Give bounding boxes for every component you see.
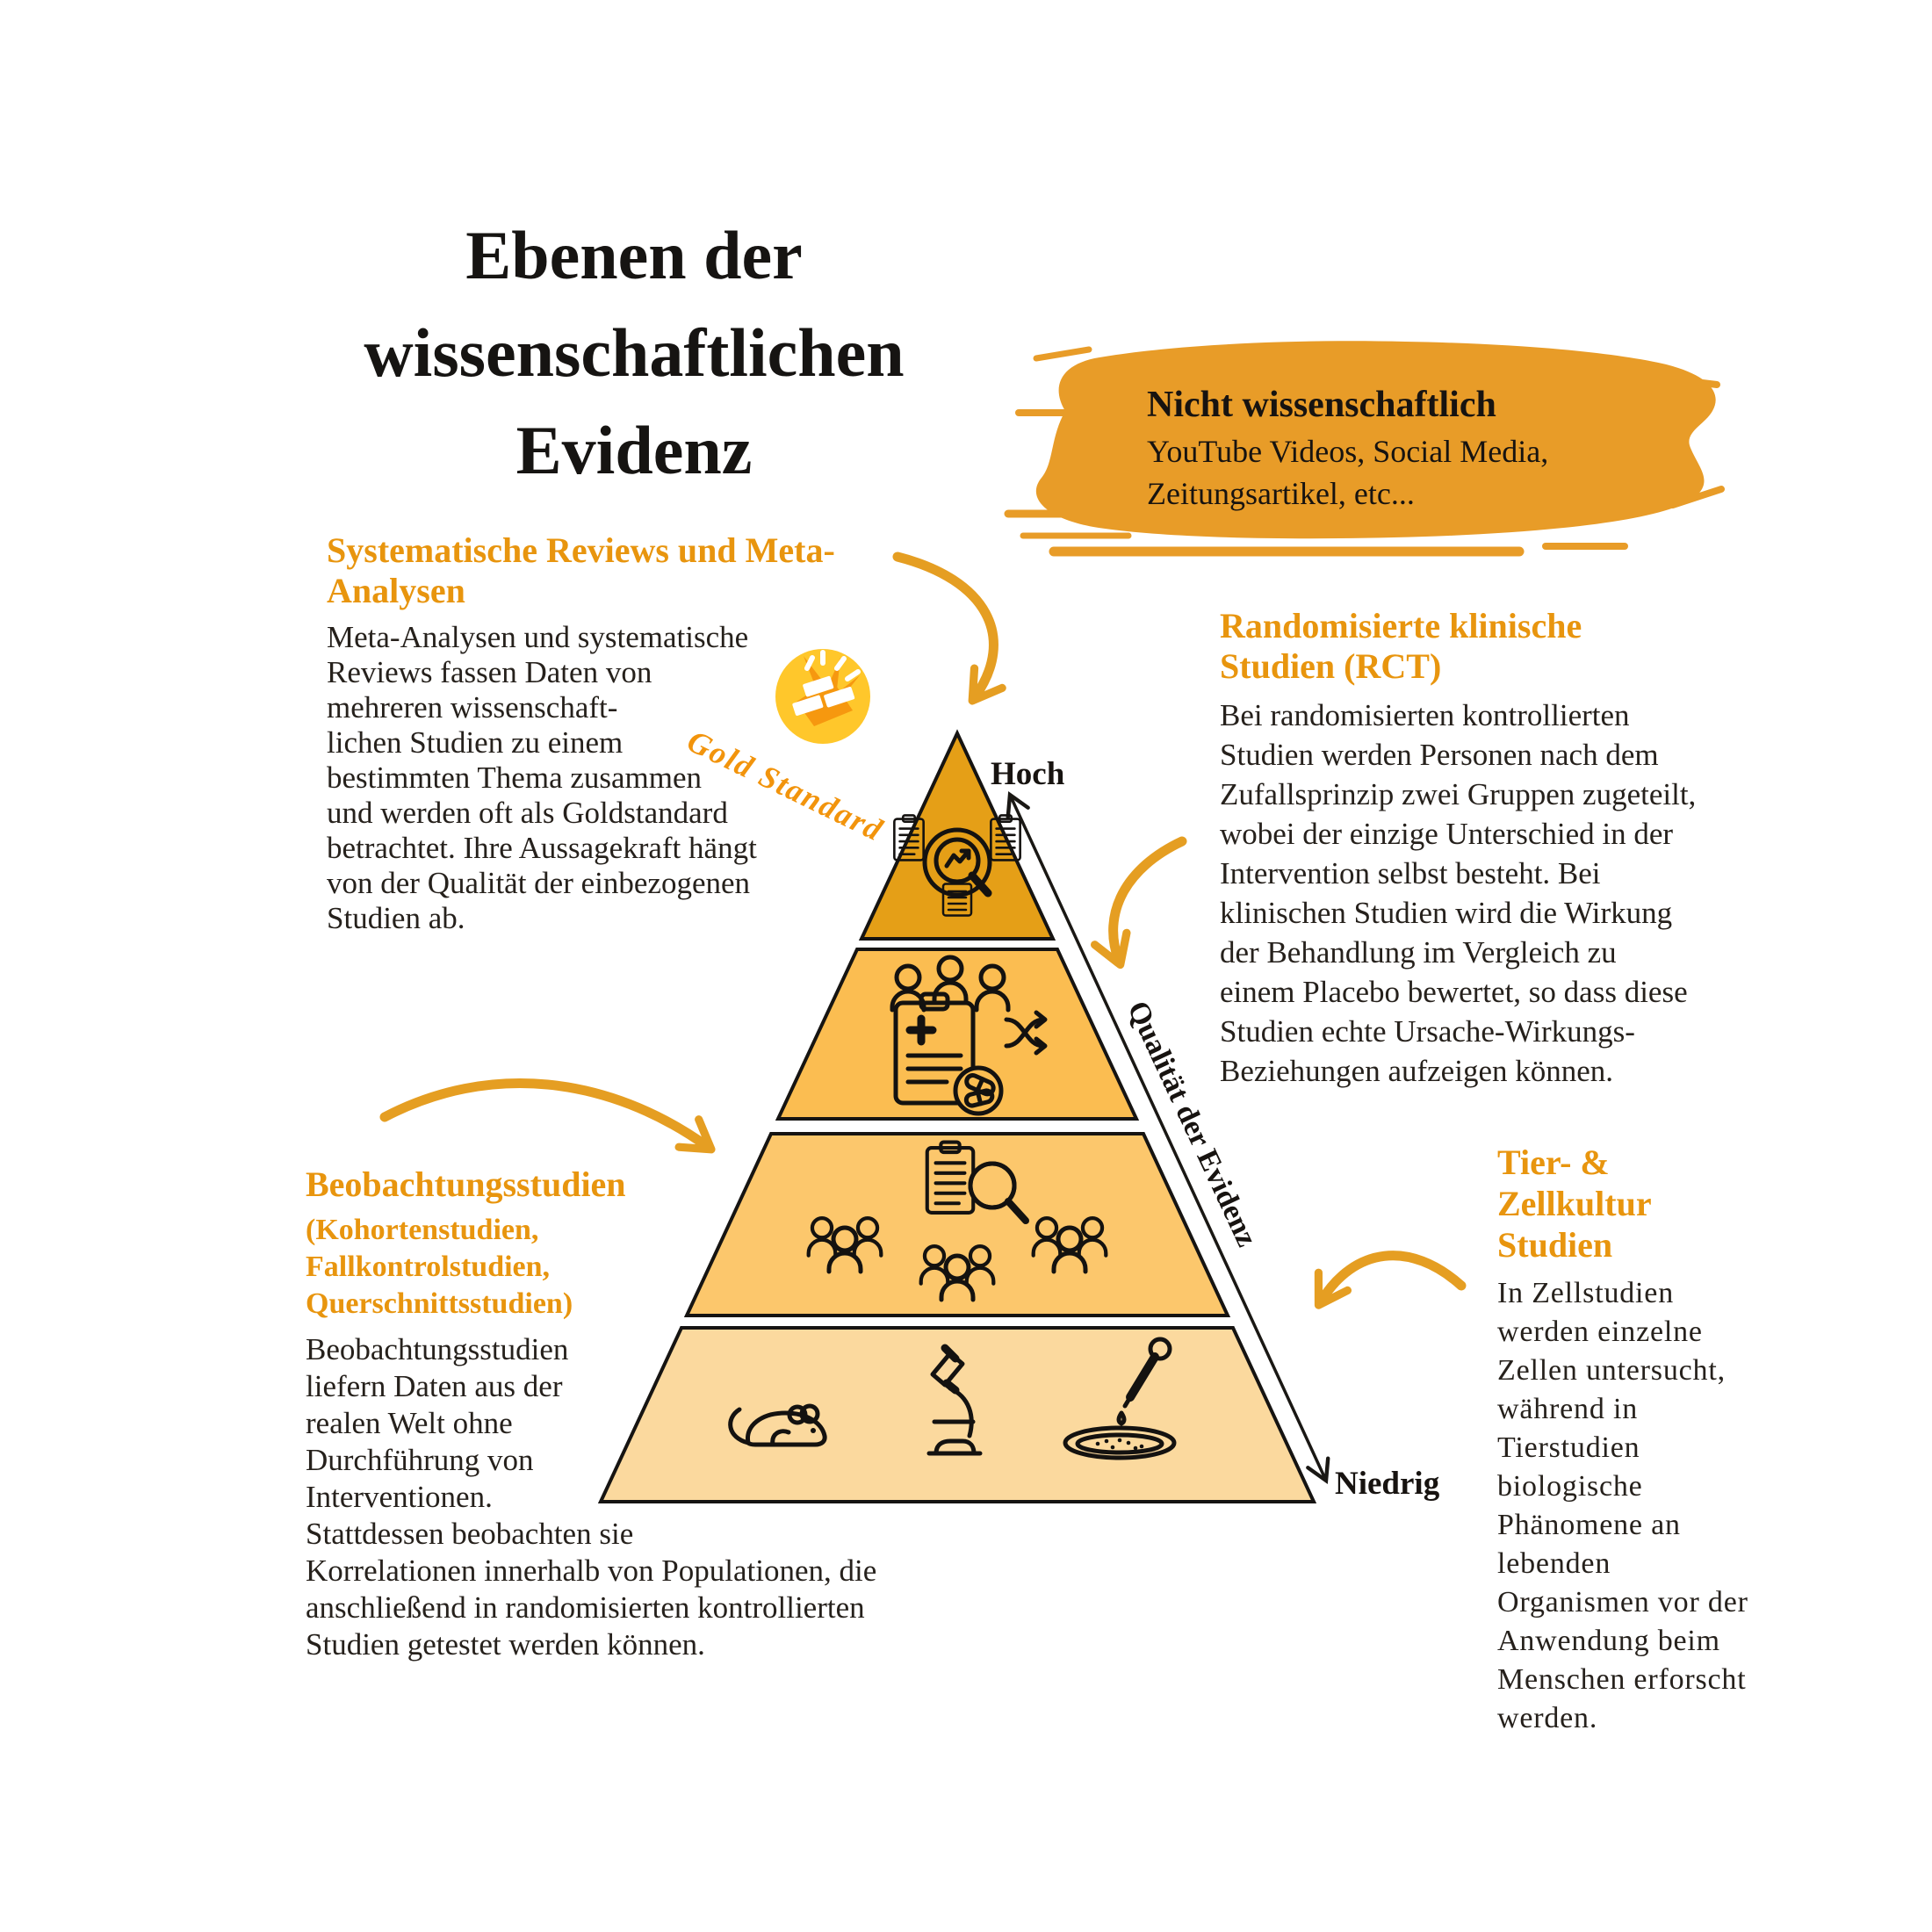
page-title: Ebenen der wissenschaftlichen Evidenz	[364, 217, 905, 488]
petri-dish-icon	[1063, 1337, 1177, 1460]
rct-heading: Randomisierte klinische Studien (RCT)	[1220, 606, 1582, 686]
not-scientific-heading: Nicht wissenschaftlich	[1147, 385, 1496, 425]
magnifier-lens	[968, 1161, 1017, 1210]
axis-label-low: Niedrig	[1335, 1466, 1440, 1502]
observational-body: Beobachtungsstudien liefern Daten aus de…	[306, 1332, 877, 1662]
axis-label-high: Hoch	[991, 756, 1065, 792]
pyramid-level-2	[775, 948, 1140, 1121]
rct-body: Bei randomisierten kontrollierten Studie…	[1220, 698, 1697, 1088]
arrow-tier-to-pyramid	[1314, 1251, 1467, 1309]
not-scientific-block: Nicht wissenschaftlich YouTube Videos, S…	[1147, 383, 1691, 515]
section-rct: Randomisierte klinische Studien (RCT) Be…	[1220, 606, 1764, 1091]
arrow-beob-to-pyramid	[379, 1078, 716, 1154]
animal-cell-heading: Tier- & Zellkultur Studien	[1497, 1143, 1652, 1265]
observational-heading: Beobachtungsstudien	[306, 1164, 626, 1204]
arrow-rct-to-pyramid	[1091, 836, 1187, 970]
systematic-reviews-body: Meta-Analysen und systematische Reviews …	[327, 620, 757, 935]
systematic-reviews-heading: Systematische Reviews und Meta- Analysen	[327, 530, 835, 610]
observational-subheading: (Kohortenstudien, Fallkontrolstudien, Qu…	[306, 1214, 573, 1320]
pills-icon	[953, 1065, 1004, 1116]
section-systematic-reviews: Systematische Reviews und Meta- Analysen…	[327, 530, 994, 936]
section-animal-cell: Tier- & Zellkultur Studien In Zellstudie…	[1497, 1142, 1866, 1738]
animal-cell-body: In Zellstudien werden einzelne Zellen un…	[1497, 1277, 1748, 1734]
rct-icon	[892, 957, 1048, 1116]
shuffle-arrows-icon	[1004, 1010, 1048, 1056]
section-observational: Beobachtungsstudien (Kohortenstudien, Fa…	[306, 1164, 938, 1663]
not-scientific-body: YouTube Videos, Social Media, Zeitungsar…	[1147, 434, 1549, 511]
